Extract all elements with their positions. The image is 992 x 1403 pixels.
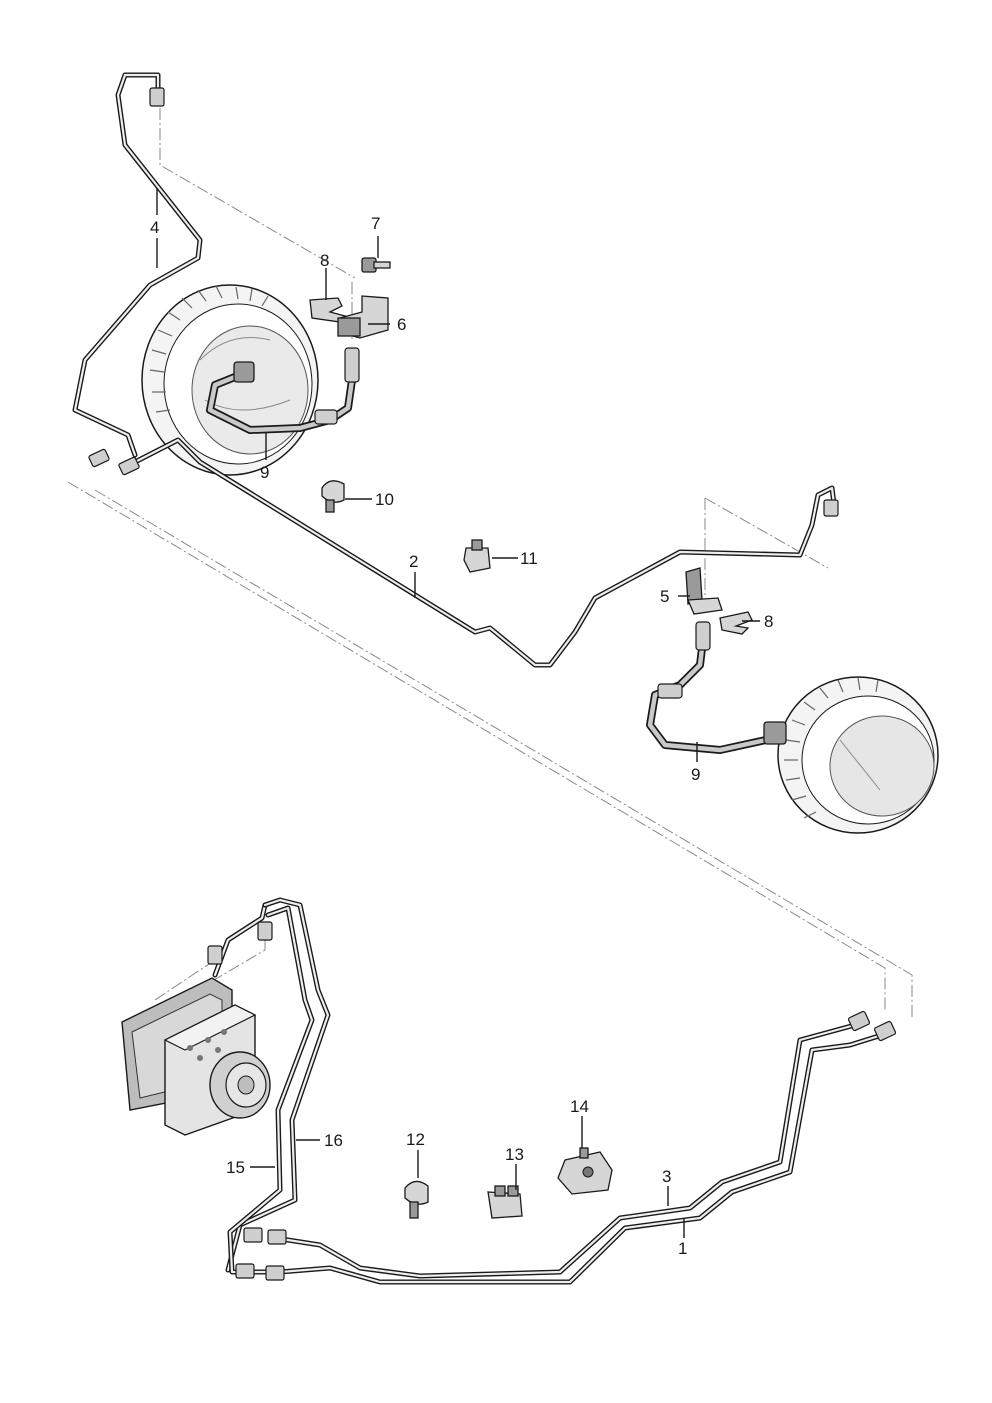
callout-3: 3 xyxy=(662,1167,671,1186)
callout-8-right: 8 xyxy=(764,612,773,631)
clip-12 xyxy=(404,1180,429,1219)
callout-13: 13 xyxy=(505,1145,524,1164)
callout-9-left: 9 xyxy=(260,463,269,482)
callout-labels: 4 7 8 6 9 10 2 11 5 8 9 14 12 16 13 15 3… xyxy=(150,214,773,1258)
brake-pipes-1-3 xyxy=(235,1010,897,1285)
callout-14: 14 xyxy=(570,1097,589,1116)
brake-pipe-4 xyxy=(72,72,203,458)
clip-10 xyxy=(321,480,345,513)
callout-15: 15 xyxy=(226,1158,245,1177)
brake-hose-9-right xyxy=(646,621,787,754)
brake-pipe-2 xyxy=(88,437,839,668)
callout-7: 7 xyxy=(371,214,380,233)
spring-clip-8-left xyxy=(309,297,347,323)
bracket-6 xyxy=(337,295,389,339)
clip-11 xyxy=(463,539,491,573)
callout-2: 2 xyxy=(409,552,418,571)
clip-14 xyxy=(557,1147,613,1195)
bolt-7 xyxy=(361,257,391,273)
callout-11: 11 xyxy=(520,549,538,568)
brake-drum-right xyxy=(777,676,939,834)
callout-12: 12 xyxy=(406,1130,425,1149)
abs-hydraulic-unit xyxy=(121,902,273,1136)
clip-13 xyxy=(487,1185,523,1219)
callout-16: 16 xyxy=(324,1131,343,1150)
spring-clip-8-right xyxy=(719,611,753,635)
callout-9-right: 9 xyxy=(691,765,700,784)
callout-5: 5 xyxy=(660,587,669,606)
brake-hose-9-left xyxy=(206,347,360,434)
callout-leaders xyxy=(156,188,760,1238)
callout-1: 1 xyxy=(678,1239,687,1258)
callout-6: 6 xyxy=(397,315,406,334)
brake-pipes-15-16 xyxy=(225,897,331,1275)
bracket-5 xyxy=(685,567,723,615)
callout-10: 10 xyxy=(375,490,394,509)
callout-4: 4 xyxy=(150,218,159,237)
callout-8-left: 8 xyxy=(320,251,329,270)
